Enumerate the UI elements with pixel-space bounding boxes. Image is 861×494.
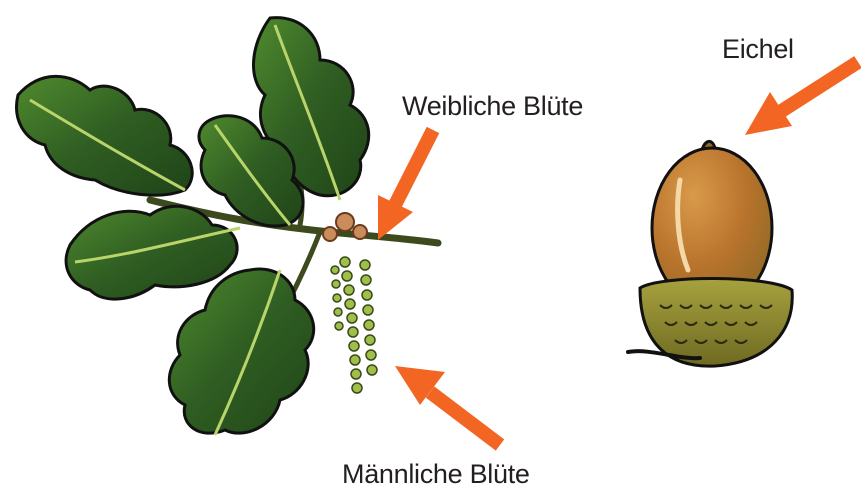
oak-leaf-bottom <box>169 269 313 435</box>
oak-leaf-lower-left <box>66 206 240 299</box>
label-eichel: Eichel <box>722 36 794 63</box>
label-weibliche-bluete: Weibliche Blüte <box>402 93 583 120</box>
arrow-weibliche-bluete <box>378 130 433 240</box>
acorn <box>628 141 792 366</box>
oak-leaf-left <box>17 76 193 195</box>
arrow-maennliche-bluete <box>395 366 500 445</box>
male-catkins <box>331 257 377 393</box>
oak-branch <box>17 18 438 435</box>
arrow-eichel <box>745 62 858 135</box>
label-maennliche-bluete: Männliche Blüte <box>342 461 530 488</box>
